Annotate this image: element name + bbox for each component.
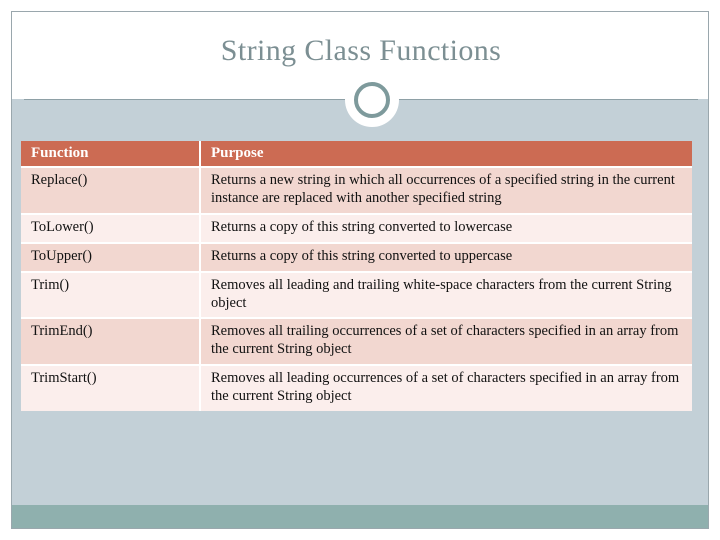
function-name: TrimEnd(): [31, 323, 93, 340]
cell-function: Replace(): [21, 168, 201, 216]
slide-canvas: String Class Functions Function Purpose …: [11, 11, 709, 529]
circle-ornament-icon: [345, 73, 399, 127]
table-row: TrimStart() Removes all leading occurren…: [21, 366, 692, 411]
function-purpose: Removes all trailing occurrences of a se…: [211, 323, 679, 358]
cell-function: Trim(): [21, 272, 201, 320]
function-name: ToUpper(): [31, 247, 92, 264]
cell-purpose: Returns a copy of this string converted …: [201, 243, 692, 273]
function-name: Replace(): [31, 172, 88, 189]
function-purpose: Removes all leading occurrences of a set…: [211, 370, 680, 404]
cell-purpose: Returns a copy of this string converted …: [201, 215, 692, 244]
table-row: ToUpper() Returns a copy of this string …: [21, 243, 692, 273]
cell-function: ToUpper(): [21, 243, 201, 273]
string-functions-table: Function Purpose Replace() Returns a new…: [21, 141, 692, 411]
function-name: ToLower(): [31, 219, 94, 236]
table-header-row: Function Purpose: [21, 141, 692, 169]
column-header-function: Function: [21, 141, 201, 169]
table-row: Trim() Removes all leading and trailing …: [21, 272, 692, 320]
function-purpose: Returns a copy of this string converted …: [211, 247, 513, 264]
function-name: TrimStart(): [31, 370, 97, 387]
ring-shape: [354, 82, 390, 118]
table-row: Replace() Returns a new string in which …: [21, 168, 692, 216]
cell-function: ToLower(): [21, 215, 201, 244]
cell-purpose: Removes all trailing occurrences of a se…: [201, 319, 692, 367]
table-row: TrimEnd() Removes all trailing occurrenc…: [21, 319, 692, 367]
cell-function: TrimStart(): [21, 366, 201, 411]
column-header-purpose: Purpose: [201, 141, 692, 169]
cell-purpose: Removes all leading occurrences of a set…: [201, 366, 692, 411]
function-purpose: Returns a copy of this string converted …: [211, 219, 513, 236]
page-title: String Class Functions: [220, 34, 502, 67]
table-row: ToLower() Returns a copy of this string …: [21, 215, 692, 244]
cell-purpose: Returns a new string in which all occurr…: [201, 168, 692, 216]
function-purpose: Removes all leading and trailing white-s…: [211, 276, 672, 311]
cell-function: TrimEnd(): [21, 319, 201, 367]
function-name: Trim(): [31, 276, 70, 293]
footer-band: [12, 505, 708, 528]
cell-purpose: Removes all leading and trailing white-s…: [201, 272, 692, 320]
function-purpose: Returns a new string in which all occurr…: [211, 172, 675, 207]
